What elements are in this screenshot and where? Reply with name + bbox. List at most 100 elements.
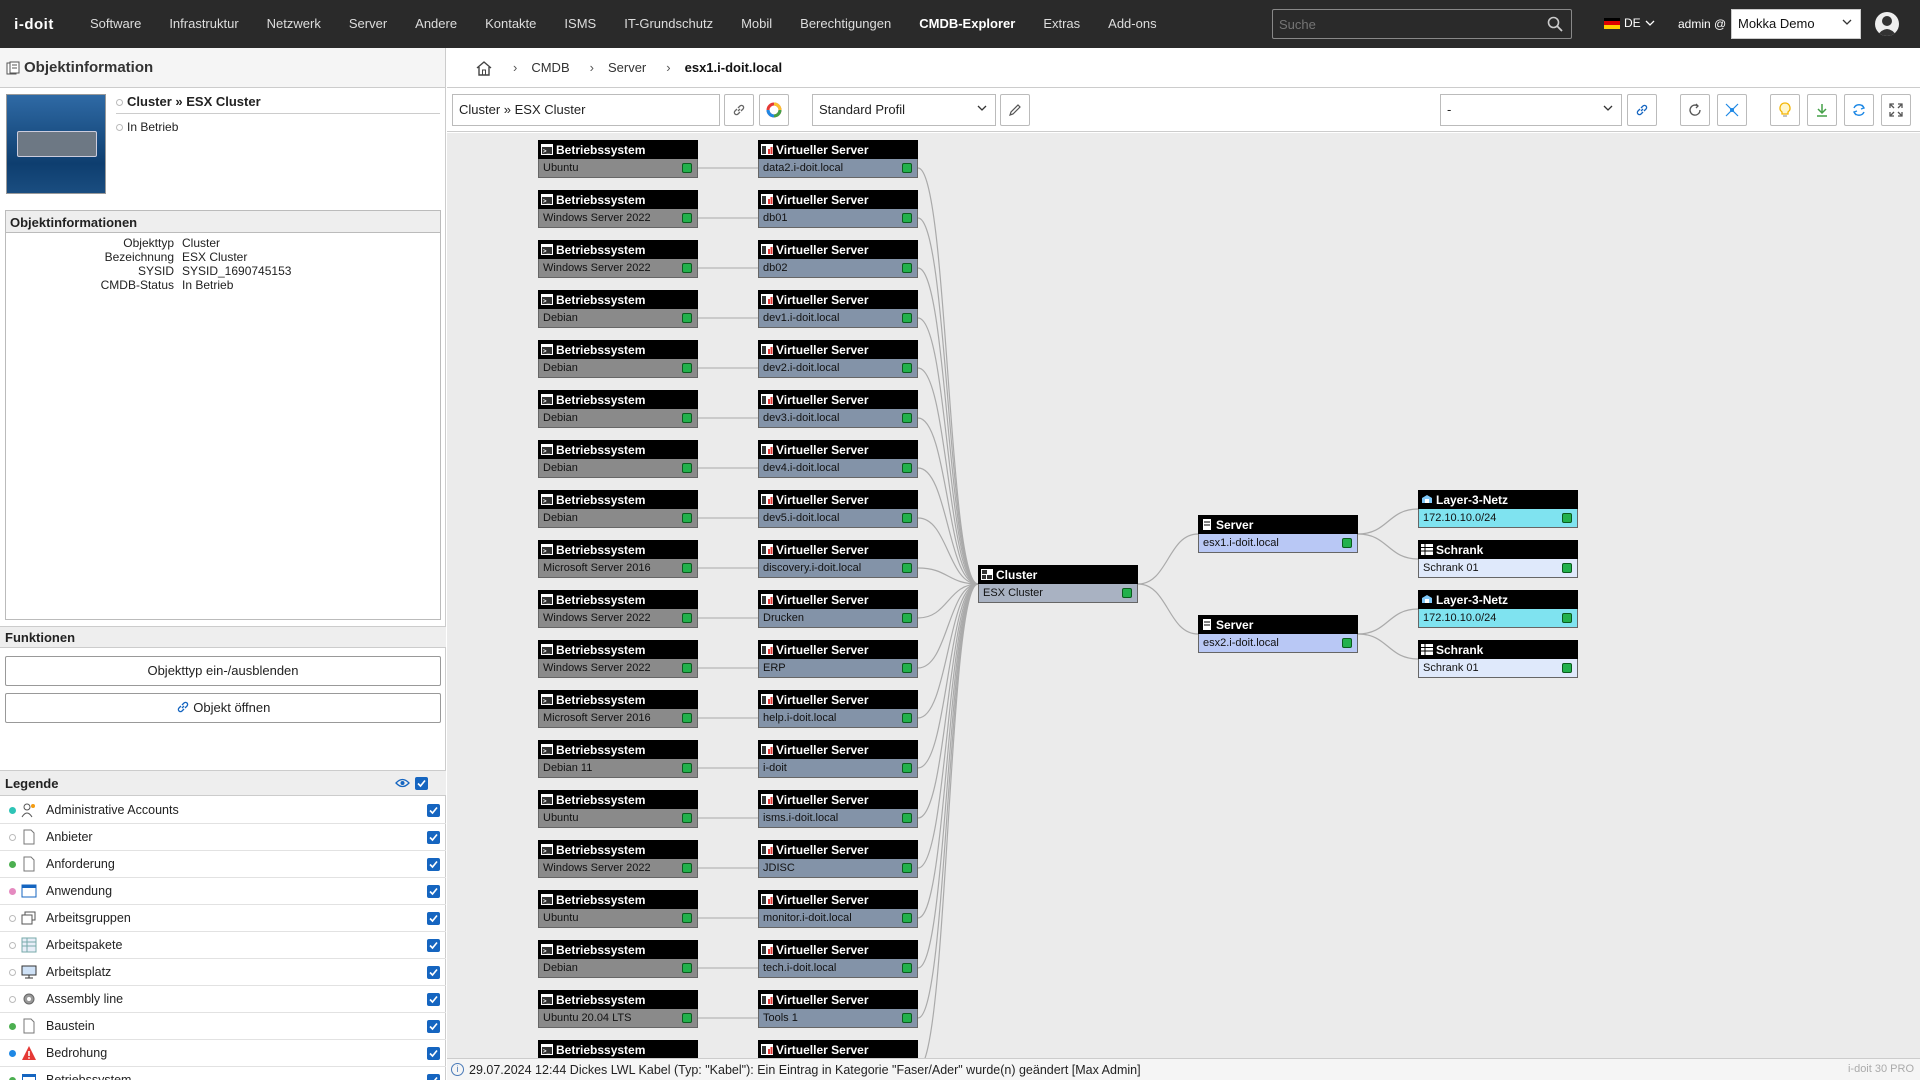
legend-checkbox[interactable] xyxy=(427,1020,440,1033)
legend-checkbox[interactable] xyxy=(427,804,440,817)
menu-item-berechtigungen[interactable]: Berechtigungen xyxy=(800,16,892,31)
legend-item-arbeitspakete[interactable]: Arbeitspakete xyxy=(0,932,446,959)
network-layout-button[interactable] xyxy=(1717,94,1747,126)
legend-item-anforderung[interactable]: Anforderung xyxy=(0,851,446,878)
os-node[interactable]: >_Betriebssystem xyxy=(538,1040,698,1058)
i-doit-logo[interactable]: i-doit xyxy=(14,15,54,33)
download-button[interactable] xyxy=(1807,94,1837,126)
user-avatar-icon[interactable] xyxy=(1875,12,1899,36)
edit-profile-button[interactable] xyxy=(1000,94,1030,126)
menu-item-cmdb-explorer[interactable]: CMDB-Explorer xyxy=(919,16,1016,31)
color-wheel-button[interactable] xyxy=(759,94,789,126)
toggle-object-type-button[interactable]: Objekttyp ein-/ausblenden xyxy=(5,656,441,686)
legend-all-checkbox[interactable] xyxy=(415,777,428,790)
legend-checkbox[interactable] xyxy=(427,885,440,898)
legend-checkbox[interactable] xyxy=(427,858,440,871)
home-icon[interactable] xyxy=(475,60,493,76)
search-input[interactable] xyxy=(1273,10,1533,38)
menu-item-infrastruktur[interactable]: Infrastruktur xyxy=(169,16,239,31)
legend-item-arbeitsplatz[interactable]: Arbeitsplatz xyxy=(0,959,446,986)
eye-icon[interactable] xyxy=(395,777,410,789)
tenant-select[interactable]: Mokka Demo xyxy=(1731,9,1861,39)
legend-checkbox[interactable] xyxy=(427,1074,440,1080)
menu-item-it-grundschutz[interactable]: IT-Grundschutz xyxy=(624,16,714,31)
legend-checkbox[interactable] xyxy=(427,1047,440,1060)
status-message[interactable]: 29.07.2024 12:44 Dickes LWL Kabel (Typ: … xyxy=(469,1062,1141,1077)
link-object-button[interactable] xyxy=(724,94,754,126)
search-icon[interactable] xyxy=(1547,16,1563,32)
highlight-button[interactable] xyxy=(1770,94,1800,126)
menu-item-extras[interactable]: Extras xyxy=(1043,16,1081,31)
menu-item-server[interactable]: Server xyxy=(348,16,388,31)
legend-item-betriebssystem[interactable]: Betriebssystem xyxy=(0,1067,446,1080)
legend-item-assembly-line[interactable]: Assembly line xyxy=(0,986,446,1013)
breadcrumb-cmdb[interactable]: CMDB xyxy=(531,60,570,75)
open-object-button[interactable]: Objekt öffnen xyxy=(5,693,441,723)
profile-select[interactable]: Standard Profil xyxy=(812,94,996,126)
legend-item-bedrohung[interactable]: Bedrohung xyxy=(0,1040,446,1067)
legend-checkbox[interactable] xyxy=(427,912,440,925)
legend-checkbox[interactable] xyxy=(427,939,440,952)
menu-item-add-ons[interactable]: Add-ons xyxy=(1108,16,1157,31)
breadcrumb-server[interactable]: Server xyxy=(607,60,647,75)
menu-item-software[interactable]: Software xyxy=(90,16,142,31)
legend-item-arbeitsgruppen[interactable]: Arbeitsgruppen xyxy=(0,905,446,932)
menu-item-isms[interactable]: ISMS xyxy=(564,16,597,31)
fullscreen-button[interactable] xyxy=(1881,94,1911,126)
link-filter-button[interactable] xyxy=(1627,94,1657,126)
virtual-server-node[interactable]: Virtueller Server xyxy=(758,1040,918,1058)
legend-checkbox[interactable] xyxy=(427,993,440,1006)
object-field[interactable]: Cluster » ESX Cluster xyxy=(452,94,720,126)
legend-item-baustein[interactable]: Baustein xyxy=(0,1013,446,1040)
sync-button[interactable] xyxy=(1844,94,1874,126)
legend-item-anbieter[interactable]: Anbieter xyxy=(0,824,446,851)
refresh-button[interactable] xyxy=(1680,94,1710,126)
filter-select[interactable]: - xyxy=(1440,94,1622,126)
menu-item-mobil[interactable]: Mobil xyxy=(741,16,773,31)
legend-item-anwendung[interactable]: Anwendung xyxy=(0,878,446,905)
menu-item-netzwerk[interactable]: Netzwerk xyxy=(266,16,321,31)
language-selector[interactable]: DE xyxy=(1604,16,1655,30)
